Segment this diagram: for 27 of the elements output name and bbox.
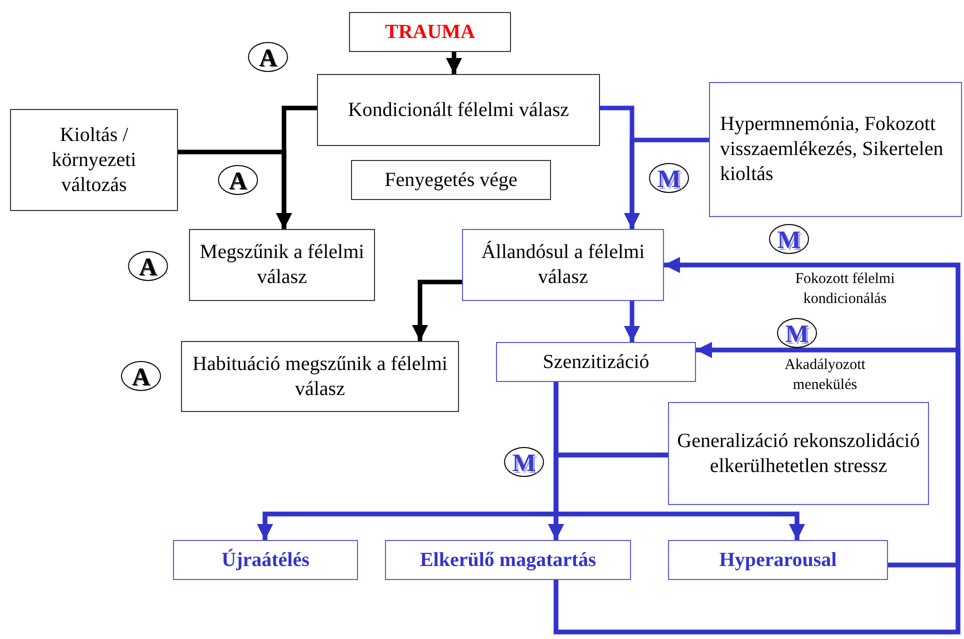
arrow — [696, 342, 960, 568]
process-box: Hypermnemónia, Fokozott visszaemlékezés, Sikertelen kioltás — [709, 82, 962, 217]
circled-letter: M — [777, 318, 817, 348]
arrow — [446, 52, 462, 74]
circled-letter: M — [649, 163, 689, 193]
process-box: Szenzitizáció — [496, 342, 696, 382]
process-box: Kioltás / környezeti változás — [10, 109, 178, 211]
process-box: Megszűnik a félelmi válasz — [189, 229, 375, 301]
process-box: Habituáció megszűnik a félelmi válasz — [181, 341, 459, 412]
circled-letter: M — [504, 447, 544, 477]
process-box: Újraátélés — [173, 540, 358, 580]
process-box: Fenyegetés vége — [351, 160, 551, 200]
arrow — [624, 138, 709, 229]
circled-letter: A — [121, 361, 161, 391]
process-box: TRAUMA — [349, 12, 511, 52]
arrow — [178, 150, 292, 229]
circled-letter: A — [218, 165, 258, 195]
process-box: Állandósul a félelmi válasz — [462, 229, 664, 301]
process-box: Elkerülő magatartás — [385, 540, 631, 580]
arrow — [624, 301, 640, 342]
circled-letter: M — [769, 224, 809, 254]
process-box: Kondicionált félelmi válasz — [317, 74, 600, 146]
circled-letter: A — [128, 251, 168, 281]
circled-letter: A — [248, 42, 288, 72]
process-box: Hyperarousal — [668, 540, 888, 580]
process-box: Generalizáció rekonszolidáció elkerülhetetlen stressz — [668, 402, 929, 505]
arrow — [412, 280, 462, 341]
